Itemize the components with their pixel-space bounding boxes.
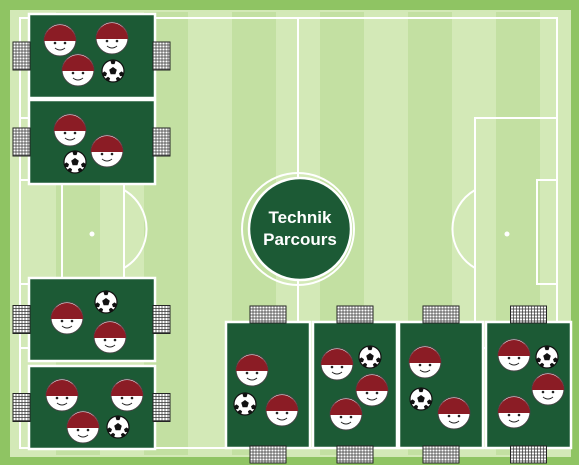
mini-field: [399, 322, 483, 448]
mini-field: [226, 322, 310, 448]
soccer-ball-icon: [410, 387, 432, 410]
mini-field: [29, 278, 155, 361]
player-icon: [62, 54, 94, 86]
player-icon: [54, 114, 86, 146]
player-icon: [498, 339, 530, 371]
goal-icon: [250, 306, 286, 323]
player-icon: [94, 321, 126, 353]
center-station-disc: [249, 178, 351, 280]
soccer-ball-icon: [64, 150, 86, 173]
player-icon: [46, 379, 78, 411]
goal-icon: [337, 446, 373, 463]
player-icon: [409, 346, 441, 378]
goal-icon: [153, 394, 170, 422]
goal-icon: [13, 128, 30, 156]
player-icon: [438, 397, 470, 429]
player-icon: [266, 394, 298, 426]
goal-icon: [250, 446, 286, 463]
player-icon: [532, 373, 564, 405]
player-icon: [330, 398, 362, 430]
goal-icon: [153, 306, 170, 334]
player-icon: [356, 374, 388, 406]
goal-icon: [13, 394, 30, 422]
goal-icon: [337, 306, 373, 323]
right-penalty-spot: [505, 232, 510, 237]
goal-icon: [153, 128, 170, 156]
player-icon: [111, 379, 143, 411]
goal-icon: [13, 42, 30, 70]
player-icon: [96, 22, 128, 54]
soccer-ball-icon: [102, 59, 124, 82]
player-icon: [67, 411, 99, 443]
goal-icon: [13, 306, 30, 334]
goal-icon: [423, 446, 459, 463]
soccer-ball-icon: [234, 392, 256, 415]
soccer-ball-icon: [95, 290, 117, 313]
goal-icon: [153, 42, 170, 70]
goal-icon: [423, 306, 459, 323]
player-icon: [236, 354, 268, 386]
soccer-ball-icon: [107, 415, 129, 438]
goal-icon: [511, 306, 547, 323]
mini-field: [29, 100, 155, 184]
soccer-ball-icon: [359, 345, 381, 368]
goal-icon: [511, 446, 547, 463]
left-penalty-spot: [90, 232, 95, 237]
player-icon: [321, 348, 353, 380]
mini-field: [29, 14, 155, 98]
player-icon: [91, 135, 123, 167]
player-icon: [44, 24, 76, 56]
soccer-ball-icon: [536, 345, 558, 368]
player-icon: [498, 396, 530, 428]
player-icon: [51, 302, 83, 334]
